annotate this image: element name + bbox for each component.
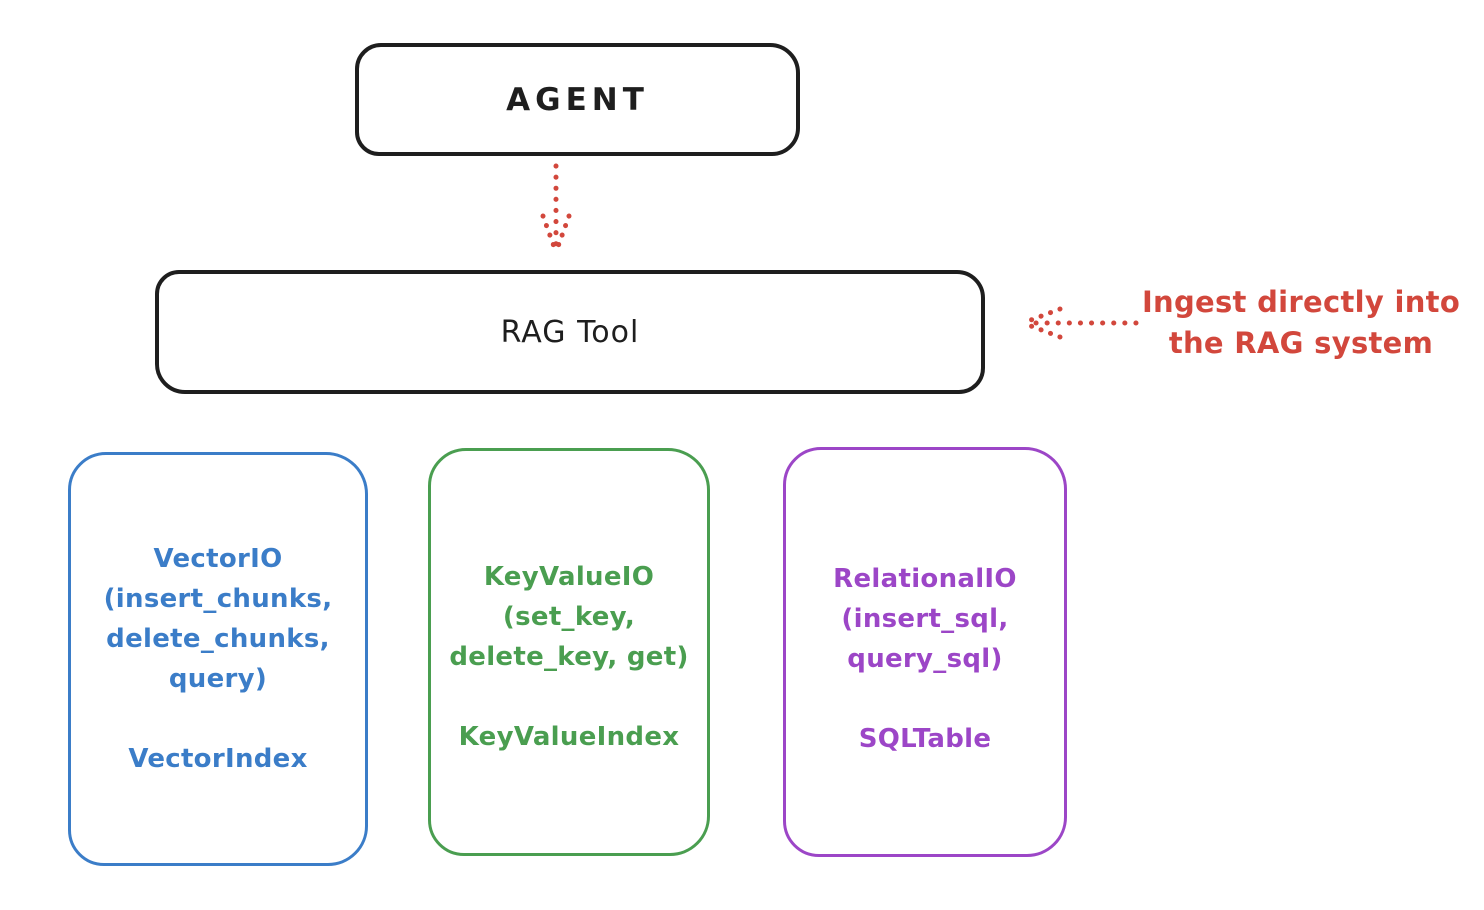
agent-to-ragtool-arrow-icon — [540, 163, 572, 255]
agent-label: AGENT — [506, 81, 649, 118]
ingest-annotation-line2: the RAG system — [1168, 326, 1434, 360]
ingest-annotation-line1: Ingest directly into — [1141, 285, 1461, 319]
vector-io-box: VectorIO (insert_chunks, delete_chunks, … — [68, 452, 368, 866]
relational-io-methods: RelationalIO (insert_sql, query_sql) — [786, 559, 1064, 679]
relational-io-box: RelationalIO (insert_sql, query_sql) SQL… — [783, 447, 1067, 857]
rag-tool-box: RAG Tool — [155, 270, 985, 394]
ingest-annotation-arrow-icon — [1020, 306, 1139, 340]
vector-io-line: query) — [168, 664, 268, 694]
vector-index-label: VectorIndex — [128, 744, 308, 774]
agent-box: AGENT — [355, 43, 800, 156]
keyvalue-io-box: KeyValueIO (set_key, delete_key, get) Ke… — [428, 448, 710, 856]
relational-io-content: RelationalIO (insert_sql, query_sql) SQL… — [786, 450, 1064, 759]
sql-table-label: SQLTable — [858, 724, 992, 754]
rag-tool-label: RAG Tool — [500, 314, 640, 350]
vector-io-line: delete_chunks, — [106, 624, 330, 654]
vector-io-line: (insert_chunks, — [103, 584, 333, 614]
ingest-annotation: Ingest directly into the RAG system — [1138, 282, 1464, 364]
relational-io-line: RelationalIO — [833, 564, 1017, 594]
keyvalue-io-content: KeyValueIO (set_key, delete_key, get) Ke… — [431, 451, 707, 757]
keyvalue-io-line: (set_key, — [502, 602, 636, 632]
keyvalue-io-methods: KeyValueIO (set_key, delete_key, get) — [431, 557, 707, 677]
keyvalue-index-label: KeyValueIndex — [458, 722, 680, 752]
keyvalue-io-line: delete_key, get) — [449, 642, 689, 672]
keyvalue-io-line: KeyValueIO — [483, 562, 655, 592]
relational-io-line: (insert_sql, — [841, 604, 1009, 634]
vector-io-line: VectorIO — [153, 544, 283, 574]
relational-io-line: query_sql) — [847, 644, 1003, 674]
vector-io-content: VectorIO (insert_chunks, delete_chunks, … — [71, 455, 365, 779]
vector-io-methods: VectorIO (insert_chunks, delete_chunks, … — [71, 539, 365, 699]
